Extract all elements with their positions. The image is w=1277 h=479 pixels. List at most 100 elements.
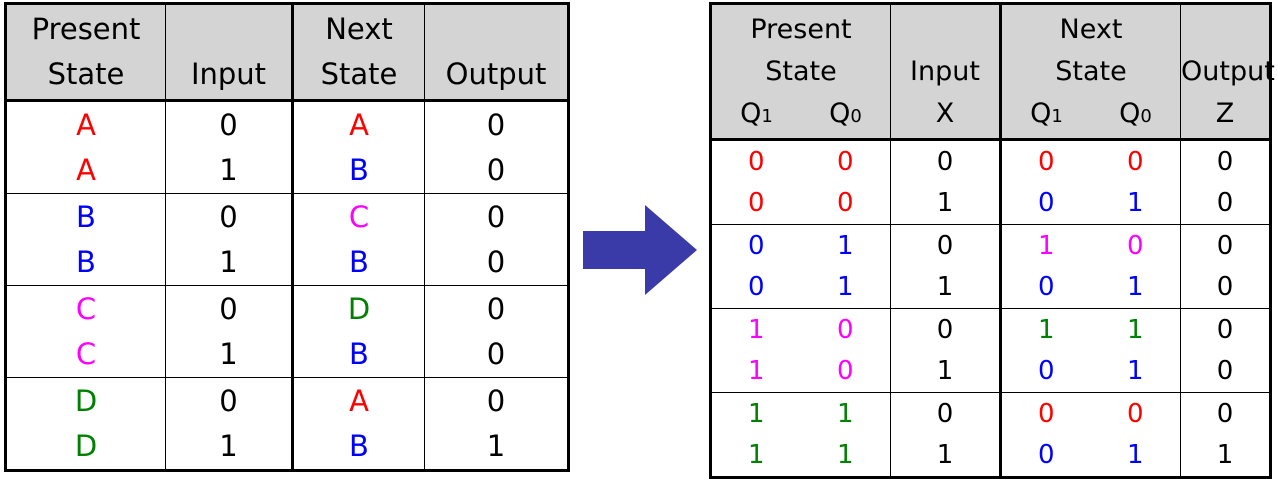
table-row: 0 0 1 0 1 0 <box>710 182 1271 225</box>
cell-input-x: 1 <box>890 350 1002 393</box>
subscript: 1 <box>1051 106 1063 127</box>
header-input: Input <box>165 3 294 101</box>
header-text: Next <box>325 12 393 46</box>
table-row: 1 0 1 0 1 0 <box>710 350 1271 393</box>
cell-input: 1 <box>165 331 294 378</box>
cell-output: 0 <box>486 337 506 372</box>
header-text: State <box>47 57 125 91</box>
cell-q0: 0 <box>800 139 891 183</box>
state-table-binary: Present State Q1 Q0 Input X Next State Q… <box>709 2 1275 479</box>
header-text: Output <box>1181 56 1275 87</box>
cell-input: 1 <box>165 239 294 286</box>
cell-present-state: B <box>5 239 166 286</box>
cell-next-q1: 1 <box>1037 314 1055 345</box>
cell-next-q0: 1 <box>1090 182 1181 225</box>
cell-next-state: C <box>292 193 425 240</box>
cell-q1: 0 <box>747 146 765 177</box>
header-output: Output Z <box>1180 3 1275 140</box>
cell-present-state: C <box>5 331 166 378</box>
table-row: A 1 B 0 <box>5 147 569 194</box>
cell-output-z: 0 <box>1216 230 1234 261</box>
cell-input: 0 <box>165 193 294 240</box>
cell-input: 0 <box>165 100 294 148</box>
header-text: Q <box>1030 98 1052 129</box>
table-row: 1 1 0 0 0 0 <box>711 392 1271 435</box>
cell-q1: 0 <box>747 188 765 219</box>
header-text: State <box>1055 56 1127 87</box>
cell-q0: 1 <box>800 266 891 309</box>
cell-output-z: 0 <box>1216 314 1234 345</box>
cell-next-q0: 0 <box>1090 224 1181 267</box>
header-bits: Q1 Q0 <box>712 93 890 138</box>
table-row: C 0 D 0 <box>5 285 569 332</box>
cell-input-x: 0 <box>890 308 1002 351</box>
header-text: State <box>765 56 837 87</box>
cell-q0: 0 <box>800 182 891 225</box>
header-text: Q <box>740 98 762 129</box>
subscript: 0 <box>1140 106 1152 127</box>
header-q1: Q1 <box>740 93 773 138</box>
cell-input-x: 0 <box>890 224 1002 267</box>
cell-next-q0: 1 <box>1090 434 1181 478</box>
cell-output-z: 0 <box>1216 398 1234 429</box>
cell-q0: 1 <box>800 392 891 435</box>
header-q0: Q0 <box>829 93 862 138</box>
cell-next-q1: 0 <box>1037 272 1055 303</box>
cell-next-q0: 0 <box>1090 392 1181 435</box>
cell-next-q0: 1 <box>1090 266 1181 309</box>
header-text: X <box>935 98 955 129</box>
header-text: Present <box>750 14 852 45</box>
cell-output-z: 1 <box>1216 440 1234 471</box>
cell-q1: 1 <box>747 356 765 387</box>
header-present-state: Present State Q1 Q0 <box>710 3 891 140</box>
cell-present-state: C <box>5 285 166 332</box>
table-row: C 1 B 0 <box>5 331 569 378</box>
cell-q0: 1 <box>800 224 891 267</box>
header-output: Output <box>424 3 569 101</box>
header-bits: Q1 Q0 <box>1002 93 1180 138</box>
cell-q0: 0 <box>800 308 891 351</box>
cell-output: 0 <box>486 291 506 326</box>
cell-input: 1 <box>165 147 294 194</box>
cell-output: 1 <box>486 429 506 464</box>
cell-output: 0 <box>486 383 506 418</box>
table-row: 0 0 0 0 0 0 <box>711 139 1271 183</box>
cell-next-state: B <box>292 239 425 286</box>
table-header-row: Present State Q1 Q0 Input X Next State Q… <box>710 3 1275 140</box>
cell-next-q1: 0 <box>1037 398 1055 429</box>
header-text: Input <box>910 56 980 87</box>
cell-output: 0 <box>486 107 506 142</box>
subscript: 1 <box>761 106 773 127</box>
cell-present-state: D <box>5 377 166 424</box>
cell-next-state: B <box>292 331 425 378</box>
cell-present-state: B <box>5 193 166 240</box>
cell-output: 0 <box>486 245 506 280</box>
cell-present-state: A <box>5 100 166 148</box>
cell-output-z: 0 <box>1216 356 1234 387</box>
cell-next-state: B <box>292 423 425 471</box>
table-row: A 0 A 0 <box>5 100 569 148</box>
header-q1: Q1 <box>1030 93 1063 138</box>
cell-input-x: 0 <box>890 139 1002 183</box>
cell-next-q0: 1 <box>1090 308 1181 351</box>
cell-input: 0 <box>165 377 294 424</box>
cell-present-state: D <box>5 423 166 471</box>
cell-next-q1: 1 <box>1037 230 1055 261</box>
table-row: B 0 C 0 <box>5 193 569 240</box>
cell-next-q0: 0 <box>1090 139 1181 183</box>
header-q0: Q0 <box>1119 93 1152 138</box>
cell-next-q1: 0 <box>1037 356 1055 387</box>
table-row: D 1 B 1 <box>5 423 569 471</box>
header-text: Z <box>1215 98 1235 129</box>
cell-q0: 0 <box>800 350 891 393</box>
cell-output-z: 0 <box>1216 272 1234 303</box>
table-row: 0 1 0 1 0 0 <box>711 224 1271 267</box>
cell-input-x: 1 <box>890 266 1002 309</box>
cell-input: 1 <box>165 423 294 471</box>
cell-present-state: A <box>5 147 166 194</box>
right-arrow-icon <box>583 205 697 295</box>
cell-q0: 1 <box>800 434 891 478</box>
cell-next-q1: 0 <box>1037 188 1055 219</box>
